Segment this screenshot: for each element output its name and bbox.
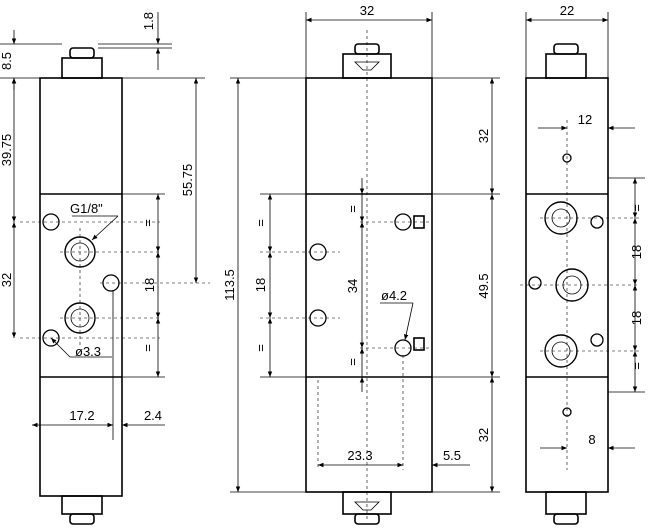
- label-left-hole: ø3.3: [75, 344, 101, 359]
- label-middle-hole: ø4.2: [381, 288, 407, 303]
- dim-right-pitch-2: 18: [629, 311, 644, 325]
- left-bottom-pin: [69, 513, 95, 525]
- dim-right-top-offset: 12: [578, 112, 592, 127]
- dim-left-top-pin: 1.8: [141, 12, 156, 30]
- dim-middle-hole-span: 34: [345, 279, 360, 293]
- middle-body-outline: [305, 77, 433, 493]
- dim-left-upper: 39.75: [0, 134, 14, 167]
- dim-middle-total: 113.5: [222, 269, 237, 301]
- dim-middle-offset: 23.3: [347, 448, 372, 463]
- dim-left-center-top: 55.75: [180, 164, 195, 197]
- right-view: 22 12 = 18 18 = 8: [520, 3, 645, 525]
- dim-right-equal-1: =: [629, 204, 644, 212]
- dim-left-pitch: 18: [142, 278, 157, 292]
- label-left-thread: G1/8": [70, 201, 103, 216]
- left-bottom-actuator: [61, 495, 103, 515]
- middle-hole-left-lower: [309, 309, 327, 327]
- dim-middle-lower: 32: [476, 428, 491, 442]
- dim-middle-equal-1: =: [253, 219, 268, 227]
- dim-middle-equal-4: =: [345, 358, 360, 366]
- dim-right-equal-2: =: [629, 362, 644, 370]
- dim-middle-equal-3: =: [345, 205, 360, 213]
- dim-middle-equal-2: =: [253, 344, 268, 352]
- dim-right-width: 22: [560, 3, 574, 18]
- dim-left-lower: 32: [0, 273, 14, 287]
- dim-left-edge: 2.4: [144, 408, 162, 423]
- middle-hole-left-upper: [309, 243, 327, 261]
- dim-left-top-gap: 8.5: [0, 52, 14, 70]
- dim-left-width-offset: 17.2: [69, 408, 94, 423]
- dim-right-bottom-offset: 8: [588, 432, 595, 447]
- left-top-pin: [69, 47, 95, 59]
- middle-view: 32 113.5 = 18 = = 34 = ø4.2: [222, 3, 500, 525]
- dim-left-equal-1: =: [140, 219, 155, 227]
- dim-middle-edge: 5.5: [443, 448, 461, 463]
- left-top-actuator: [61, 57, 103, 79]
- left-view: 1.8 8.5 39.75 32 55.75 = 18 = G1/8" ø: [0, 12, 210, 525]
- dim-left-equal-2: =: [140, 344, 155, 352]
- dim-middle-pitch: 18: [253, 278, 268, 292]
- dim-right-pitch-1: 18: [629, 245, 644, 259]
- dim-middle-width: 32: [360, 3, 374, 18]
- dim-middle-center: 49.5: [476, 273, 491, 298]
- right-port-middle-outer: [555, 268, 589, 302]
- dim-middle-upper: 32: [476, 129, 491, 143]
- left-side-hole: [102, 274, 120, 292]
